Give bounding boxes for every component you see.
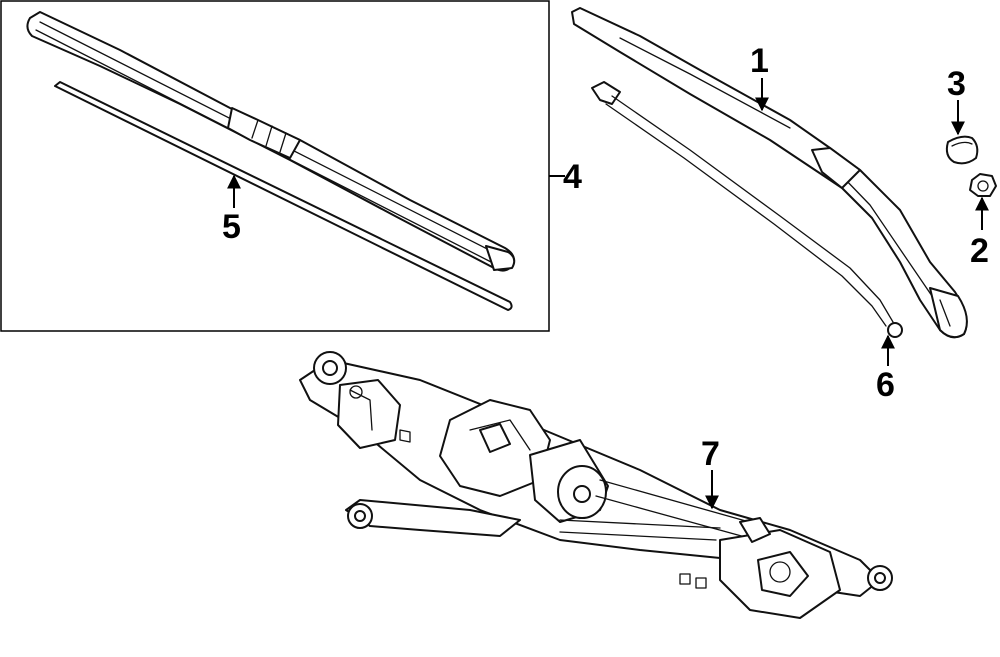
wiper-arm [571,7,968,339]
pivot-nut [969,173,997,197]
callout-4: 4 [563,158,582,196]
blade-assembly-frame [0,0,550,332]
blade-refill [54,81,513,311]
callout-7: 7 [701,435,720,473]
callout-3: 3 [947,65,966,103]
callout-6: 6 [876,366,895,404]
callout-1: 1 [750,42,769,80]
callout-5: 5 [222,208,241,246]
pivot-cap [945,135,979,165]
wiper-linkage-motor [299,351,893,619]
wiper-blade [26,11,516,272]
callout-2: 2 [970,232,989,270]
washer-hose [591,81,903,338]
